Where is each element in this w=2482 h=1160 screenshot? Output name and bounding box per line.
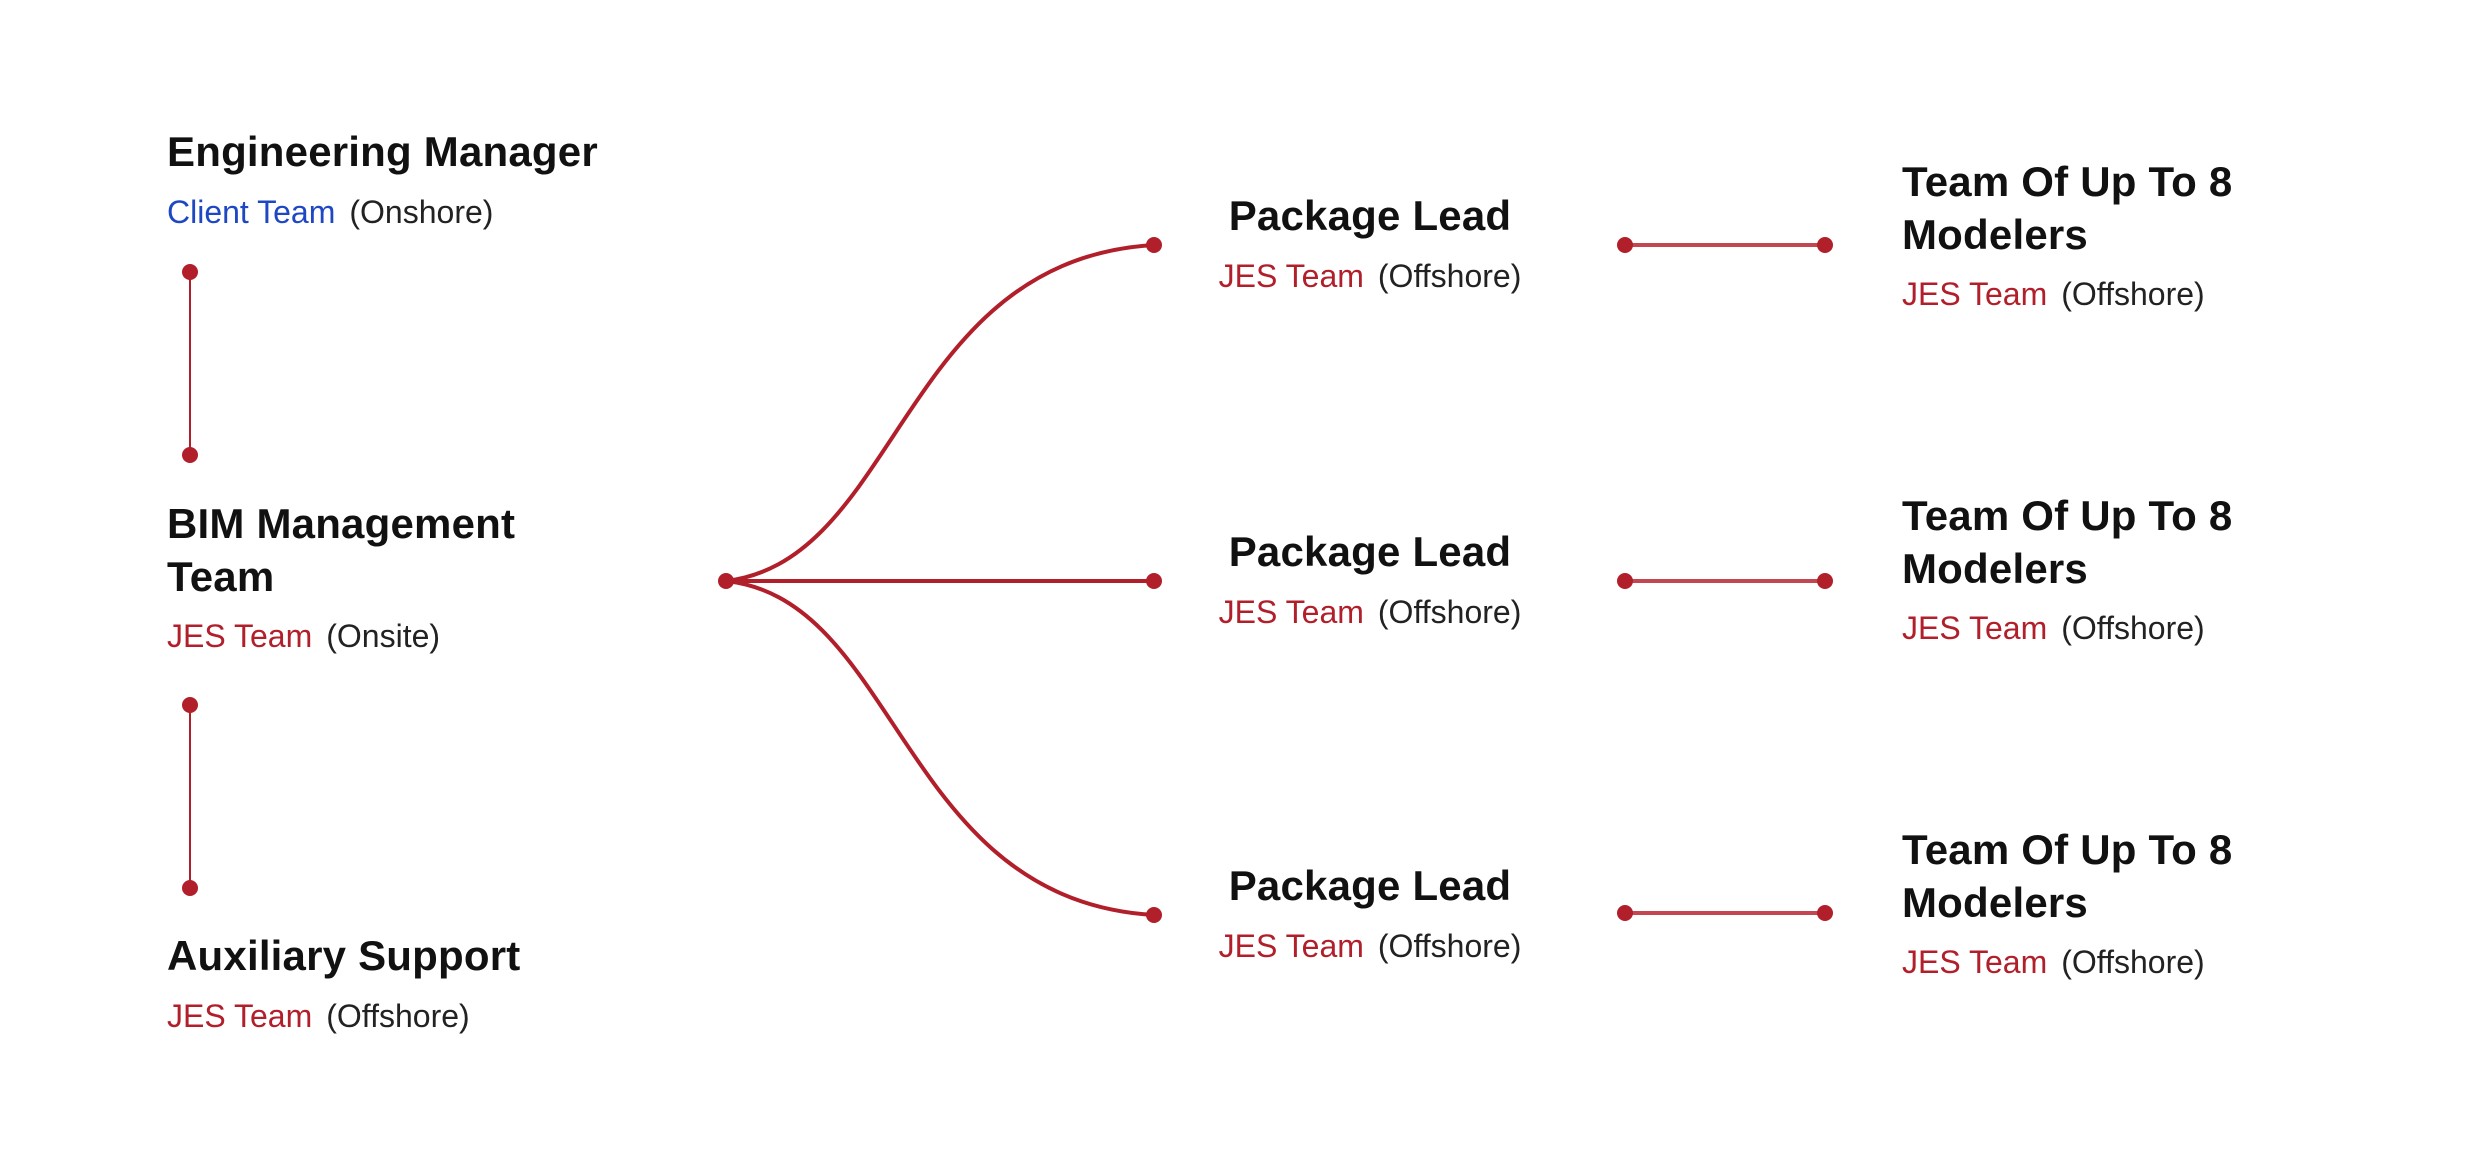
node-subtitle: Client Team (Onshore) <box>167 193 727 231</box>
node-subtitle: JES Team (Offshore) <box>1200 257 1540 295</box>
connector-dot <box>1817 573 1833 589</box>
team-location: (Onsite) <box>326 618 441 654</box>
team-location: (Offshore) <box>2061 610 2205 646</box>
node-title: Package Lead <box>1228 528 1512 575</box>
connector-dot <box>182 447 198 463</box>
team-location: (Offshore) <box>326 997 470 1034</box>
team-location: (Offshore) <box>2061 944 2205 980</box>
connector-dot <box>1146 237 1162 253</box>
node-title: BIM Management Team <box>167 500 516 600</box>
team-name: JES Team <box>1218 257 1364 294</box>
node-subtitle: JES Team (Offshore) <box>167 997 727 1035</box>
node-subtitle: JES Team (Offshore) <box>1200 593 1540 631</box>
connector-dot <box>1146 573 1162 589</box>
node-title: Engineering Manager <box>167 128 598 175</box>
node-subtitle: JES Team (Offshore) <box>1200 927 1540 965</box>
node-modeler-team: Team Of Up To 8 Modelers JES Team (Offsho… <box>1902 156 2322 313</box>
team-name: JES Team <box>1218 927 1364 964</box>
connector-bim-to-package-lead-3 <box>725 579 1155 917</box>
connector-dot <box>182 264 198 280</box>
node-title: Team Of Up To 8 Modelers <box>1902 826 2233 926</box>
connector-bim-to-package-lead-1 <box>725 243 1155 583</box>
team-location: (Onshore) <box>349 193 494 230</box>
node-subtitle: JES Team (Offshore) <box>1902 943 2322 981</box>
connector-dot <box>1617 573 1633 589</box>
node-subtitle: JES Team (Offshore) <box>1902 275 2322 313</box>
node-modeler-team: Team Of Up To 8 Modelers JES Team (Offsho… <box>1902 824 2322 981</box>
connector-dot <box>1817 905 1833 921</box>
connector-dot <box>1617 237 1633 253</box>
node-bim-management-team: BIM Management Team JES Team (Onsite) <box>167 498 607 655</box>
team-name: JES Team <box>1218 593 1364 630</box>
node-package-lead: Package Lead JES Team (Offshore) <box>1200 860 1540 965</box>
node-subtitle: JES Team (Onsite) <box>167 617 607 655</box>
team-name: JES Team <box>167 997 313 1034</box>
connector-dot <box>718 573 734 589</box>
connector-dot <box>182 880 198 896</box>
connector-dot <box>1617 905 1633 921</box>
team-name: JES Team <box>167 618 313 654</box>
node-title: Package Lead <box>1228 192 1512 239</box>
node-title: Team Of Up To 8 Modelers <box>1902 492 2233 592</box>
team-name: JES Team <box>1902 944 2048 980</box>
node-engineering-manager: Engineering Manager Client Team (Onshore) <box>167 126 727 231</box>
team-location: (Offshore) <box>1377 927 1522 964</box>
connector-dot <box>1817 237 1833 253</box>
node-subtitle: JES Team (Offshore) <box>1902 609 2322 647</box>
node-title: Auxiliary Support <box>167 932 521 979</box>
team-location: (Offshore) <box>2061 276 2205 312</box>
node-title: Package Lead <box>1228 862 1512 909</box>
node-modeler-team: Team Of Up To 8 Modelers JES Team (Offsho… <box>1902 490 2322 647</box>
node-title: Team Of Up To 8 Modelers <box>1902 158 2233 258</box>
team-name: JES Team <box>1902 610 2048 646</box>
connector-dot <box>182 697 198 713</box>
connector-dot <box>1146 907 1162 923</box>
node-package-lead: Package Lead JES Team (Offshore) <box>1200 190 1540 295</box>
team-location: (Offshore) <box>1377 593 1522 630</box>
team-name: Client Team <box>167 193 336 230</box>
node-package-lead: Package Lead JES Team (Offshore) <box>1200 526 1540 631</box>
team-name: JES Team <box>1902 276 2048 312</box>
team-location: (Offshore) <box>1377 257 1522 294</box>
node-auxiliary-support: Auxiliary Support JES Team (Offshore) <box>167 930 727 1035</box>
